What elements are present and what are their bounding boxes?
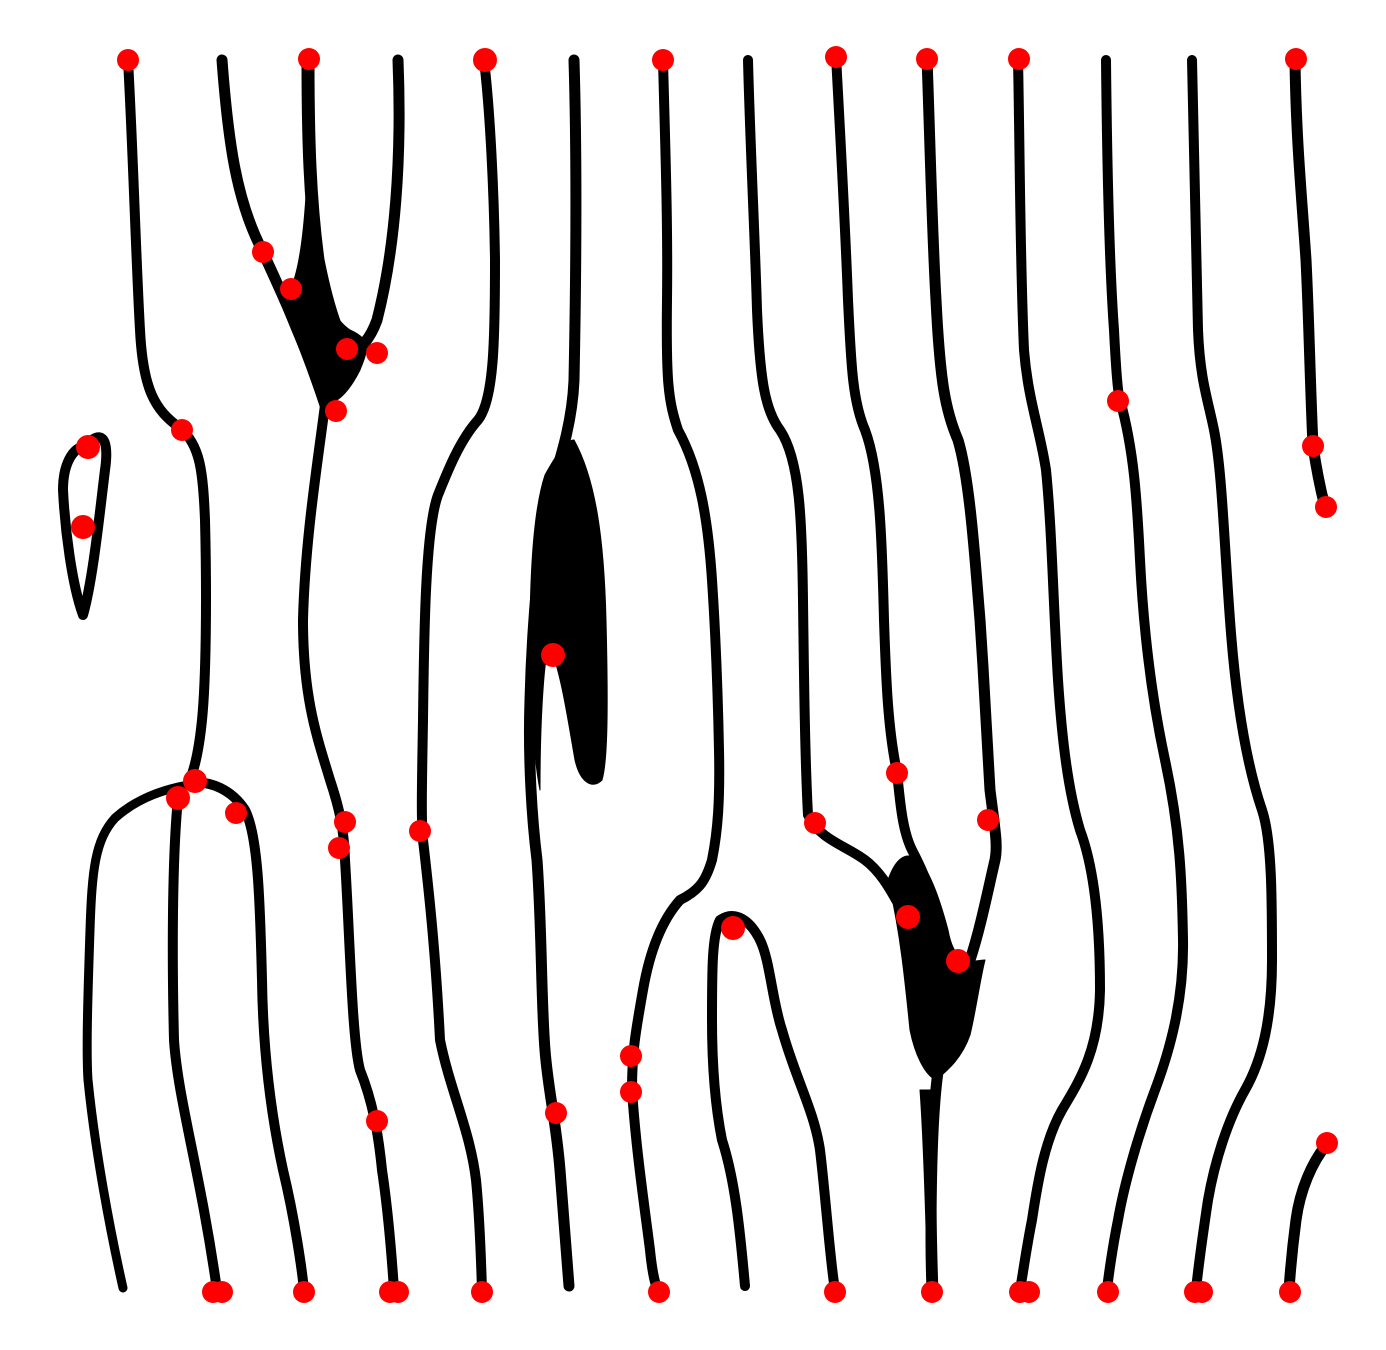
ridge-line — [1187, 55, 1277, 1295]
minutia-point — [166, 786, 190, 810]
ridge-line — [707, 911, 840, 1295]
minutia-point — [71, 515, 95, 539]
ridge-line — [1101, 55, 1189, 1295]
minutia-point — [328, 837, 350, 859]
minutia-point — [1018, 1281, 1040, 1303]
minutia-point — [211, 1281, 233, 1303]
minutia-point — [896, 905, 920, 929]
minutia-point — [648, 1281, 670, 1303]
minutia-point — [1316, 1132, 1338, 1154]
ridge-line — [339, 54, 405, 364]
ridge-line — [627, 55, 725, 1295]
minutia-point — [1008, 48, 1030, 70]
minutia-point — [721, 916, 745, 940]
minutia-point — [545, 1102, 567, 1124]
minutia-point — [471, 1281, 493, 1303]
ridge-line — [298, 400, 399, 1295]
minutia-point — [117, 49, 139, 71]
minutia-point — [620, 1045, 642, 1067]
minutia-point — [183, 769, 207, 793]
minutia-point — [1315, 496, 1337, 518]
minutia-point — [1097, 1281, 1119, 1303]
minutia-point — [76, 435, 100, 459]
ridge-line — [301, 53, 357, 359]
minutia-point — [541, 643, 565, 667]
minutia-point — [171, 419, 193, 441]
minutia-point — [977, 809, 999, 831]
minutia-point — [298, 48, 320, 70]
minutia-point — [409, 820, 431, 842]
minutia-point — [366, 342, 388, 364]
ridge-line — [58, 432, 112, 620]
minutia-point — [1285, 48, 1307, 70]
ridge-line — [167, 793, 222, 1295]
minutia-point — [1279, 1281, 1301, 1303]
minutia-point — [825, 46, 847, 68]
minutia-point — [916, 48, 938, 70]
minutia-point — [1302, 435, 1324, 457]
minutia-point — [336, 338, 358, 360]
minutia-point — [652, 49, 674, 71]
ridge-line — [1013, 53, 1105, 1295]
minutia-point — [280, 278, 302, 300]
minutia-point — [225, 802, 247, 824]
minutia-point — [620, 1081, 642, 1103]
ridge-line — [82, 780, 193, 1293]
minutia-point — [886, 762, 908, 784]
minutia-point — [325, 400, 347, 422]
ridge-line — [921, 52, 1002, 1298]
ridge-line — [123, 55, 211, 790]
minutia-point — [1191, 1281, 1213, 1303]
minutia-point — [252, 241, 274, 263]
ridge-line — [831, 51, 945, 935]
minutia-point — [293, 1281, 315, 1303]
minutia-point — [804, 812, 826, 834]
minutia-point — [921, 1281, 943, 1303]
ridge-line — [1283, 1138, 1333, 1296]
ridge-line — [1289, 54, 1331, 513]
minutia-point — [824, 1281, 846, 1303]
minutia-point — [387, 1281, 409, 1303]
minutia-point — [473, 48, 497, 72]
minutia-point — [334, 811, 356, 833]
minutia-point — [1107, 390, 1129, 412]
ridge-lines — [58, 51, 1333, 1298]
ridge-line — [743, 55, 910, 920]
ridge-line — [416, 55, 500, 1295]
minutiae-points — [71, 46, 1338, 1303]
minutia-point — [946, 949, 970, 973]
minutia-point — [366, 1110, 388, 1132]
